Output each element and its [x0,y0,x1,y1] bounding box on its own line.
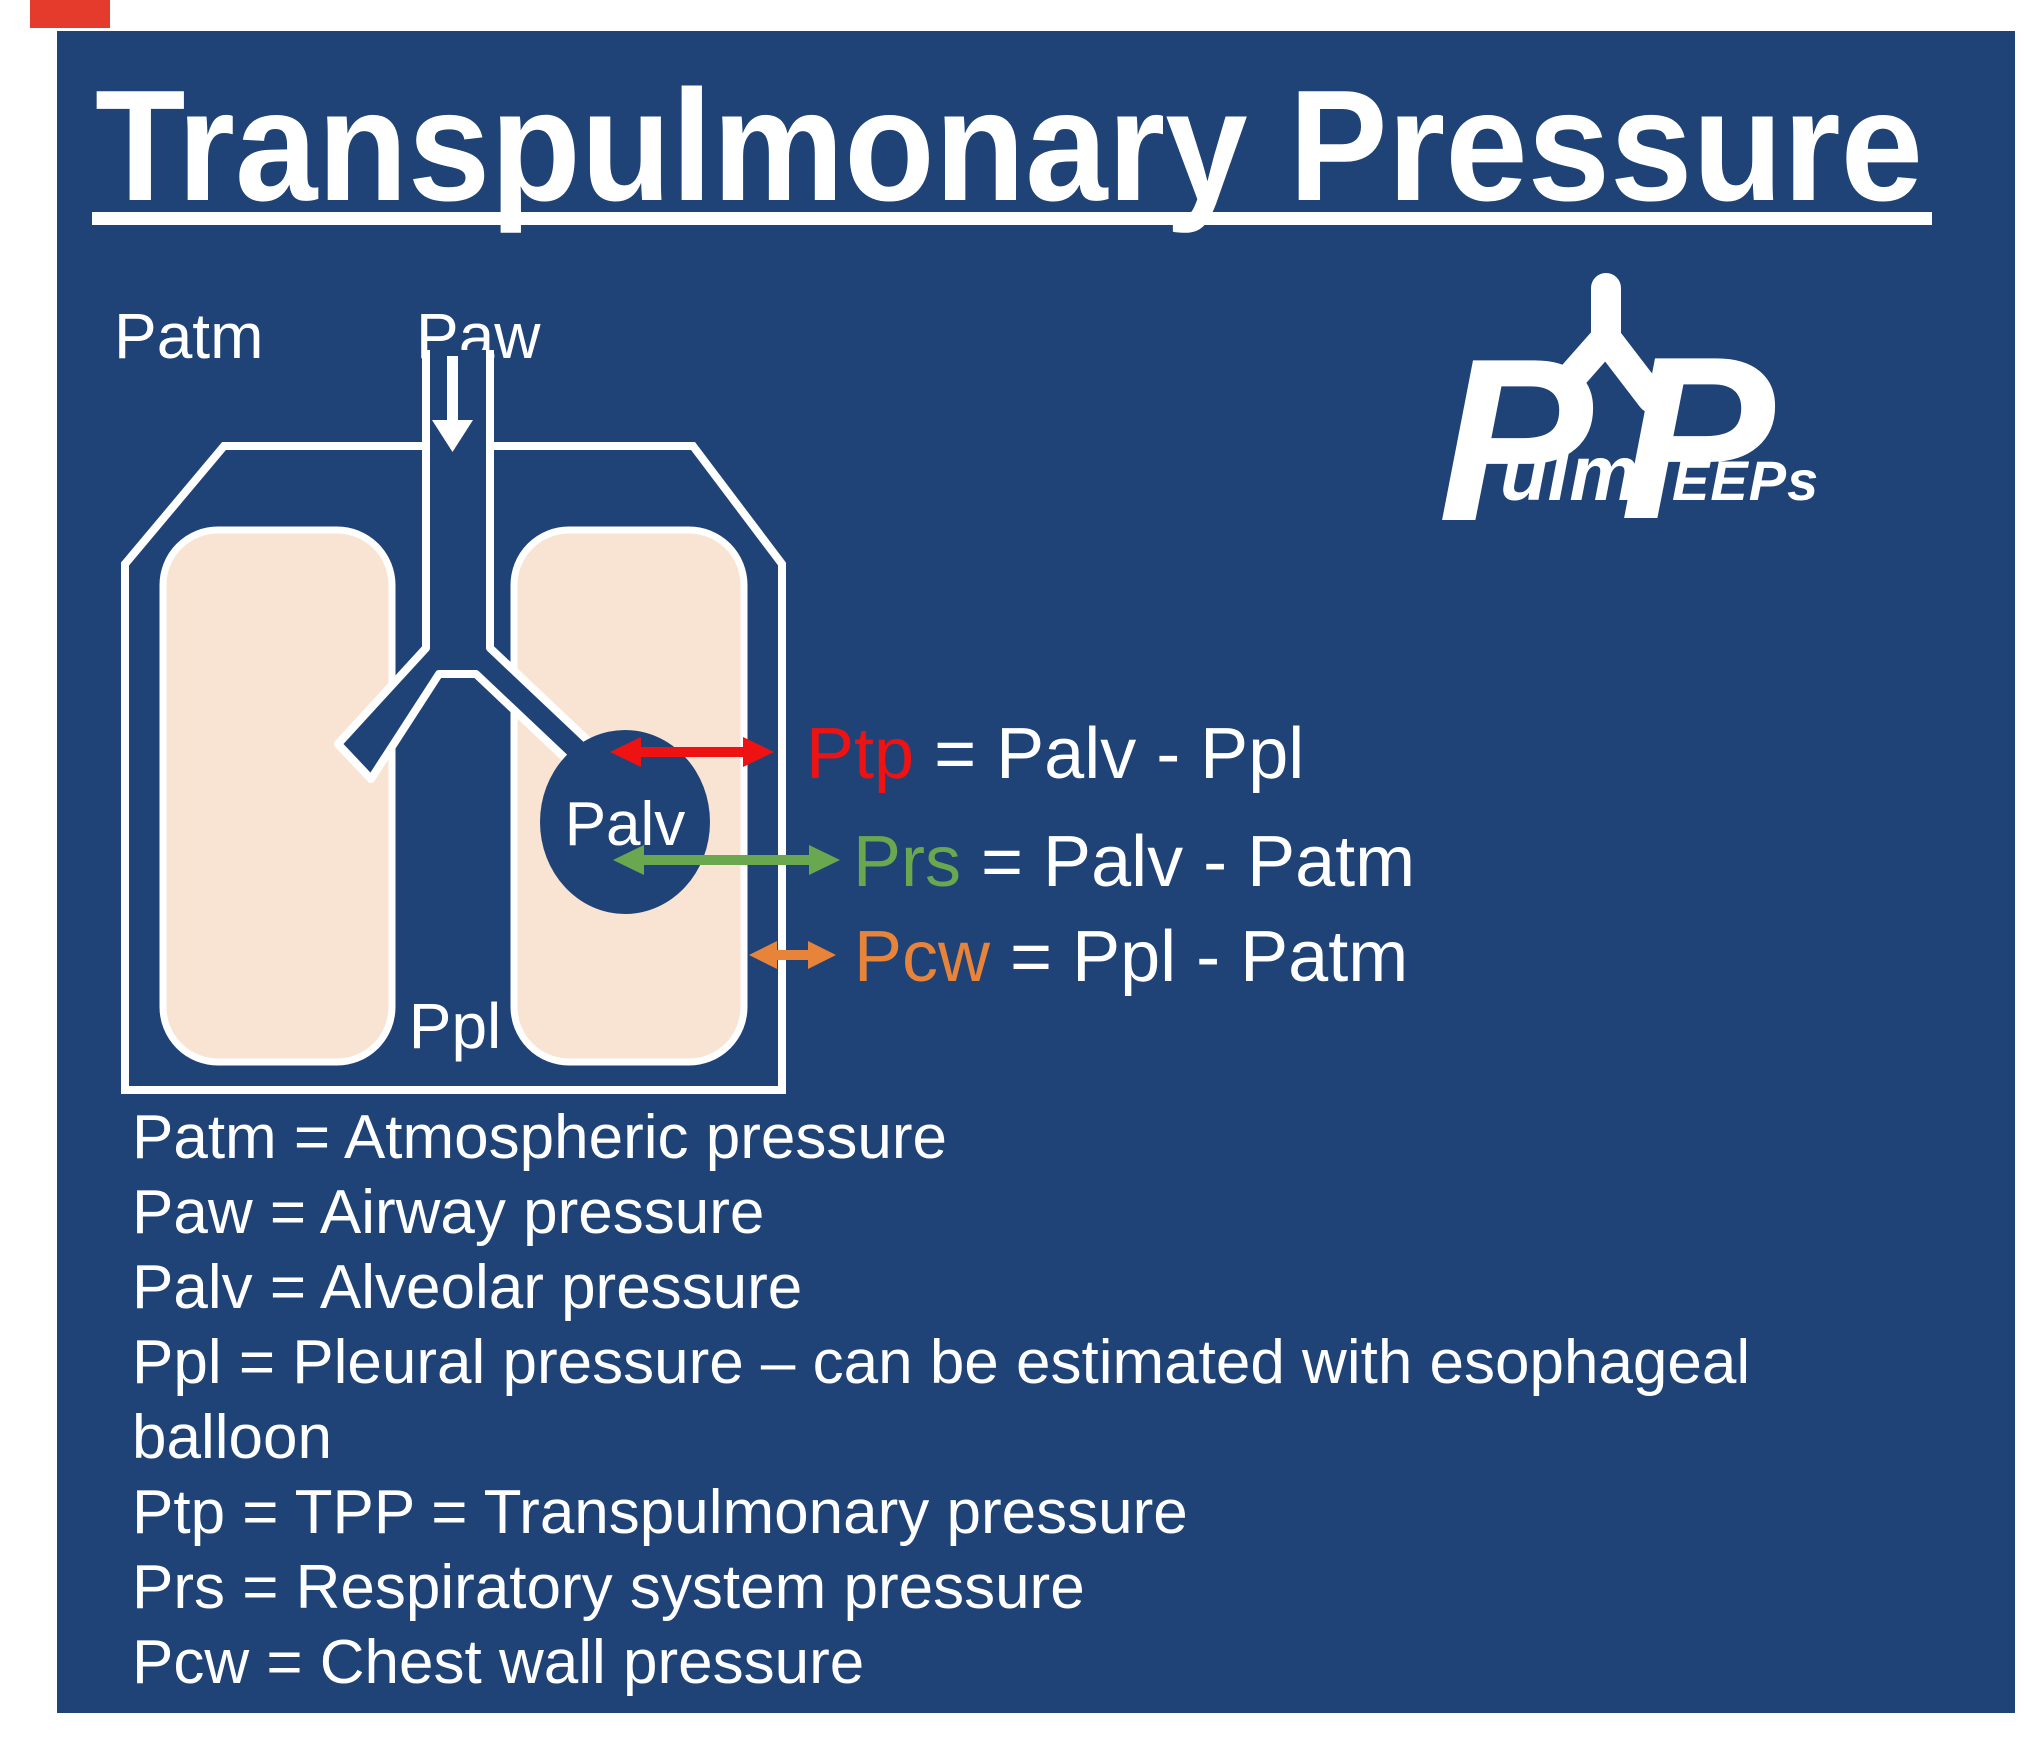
ptp-rest: = Palv - Ppl [914,714,1304,794]
prs-formula: Prs = Palv - Patm [853,822,1415,902]
legend-line-prs: Prs = Respiratory system pressure [132,1553,1085,1622]
prs-rest: = Palv - Patm [961,822,1415,902]
palv-label: Palv [565,790,686,859]
arrow-shaft [447,356,458,422]
prs-arrow-head-left [613,845,644,875]
legend-line-balloon: balloon [132,1403,332,1472]
prs-arrow-icon [613,845,840,875]
pulmpeeps-logo: P ulm P EEPs [1438,273,1819,570]
pcw-arrow-head-right [808,941,836,969]
airflow-down-arrow-icon [432,356,473,452]
logo-letter-p2: P [1620,309,1776,568]
trachea-logo-icon [1553,273,1667,413]
patm-label: Patm [114,300,263,372]
pcw-term: Pcw [854,917,991,997]
chest-wall-outline [121,442,786,1094]
logo-text-eeps: EEPs [1672,449,1819,512]
pcw-rest: = Ppl - Patm [990,917,1408,997]
arrow-head [432,420,473,452]
legend-line-ptp: Ptp = TPP = Transpulmonary pressure [132,1478,1188,1547]
ptp-formula: Ptp = Palv - Ppl [806,714,1304,794]
legend-line-ppl: Ppl = Pleural pressure – can be estimate… [132,1328,1750,1397]
logo-letter-p1: P [1438,311,1594,570]
pcw-arrow-icon [749,941,836,969]
ptp-arrow-head-right [743,737,774,767]
legend-line-pcw: Pcw = Chest wall pressure [132,1628,864,1697]
pcw-formula: Pcw = Ppl - Patm [854,917,1408,997]
ptp-arrow-head-left [610,737,641,767]
airway-trachea [334,350,604,783]
ptp-arrow-icon [610,737,774,767]
logo-text-ulm: ulm [1500,429,1639,517]
legend-line-palv: Palv = Alveolar pressure [132,1253,802,1322]
prs-arrow-head-right [809,845,840,875]
prs-term: Prs [853,822,961,902]
pcw-arrow-head-left [749,941,777,969]
page-title: Transpulmonary Pressure [95,58,1923,234]
ppl-label: Ppl [409,990,502,1062]
alveolus-circle [540,730,710,914]
left-lung [159,526,396,1066]
ptp-term: Ptp [806,714,914,794]
corner-artifact [30,0,110,28]
legend-line-patm: Patm = Atmospheric pressure [132,1103,947,1172]
legend-line-paw: Paw = Airway pressure [132,1178,764,1247]
legend: Patm = Atmospheric pressure Paw = Airway… [132,1103,1750,1697]
title-underline [92,212,1932,225]
